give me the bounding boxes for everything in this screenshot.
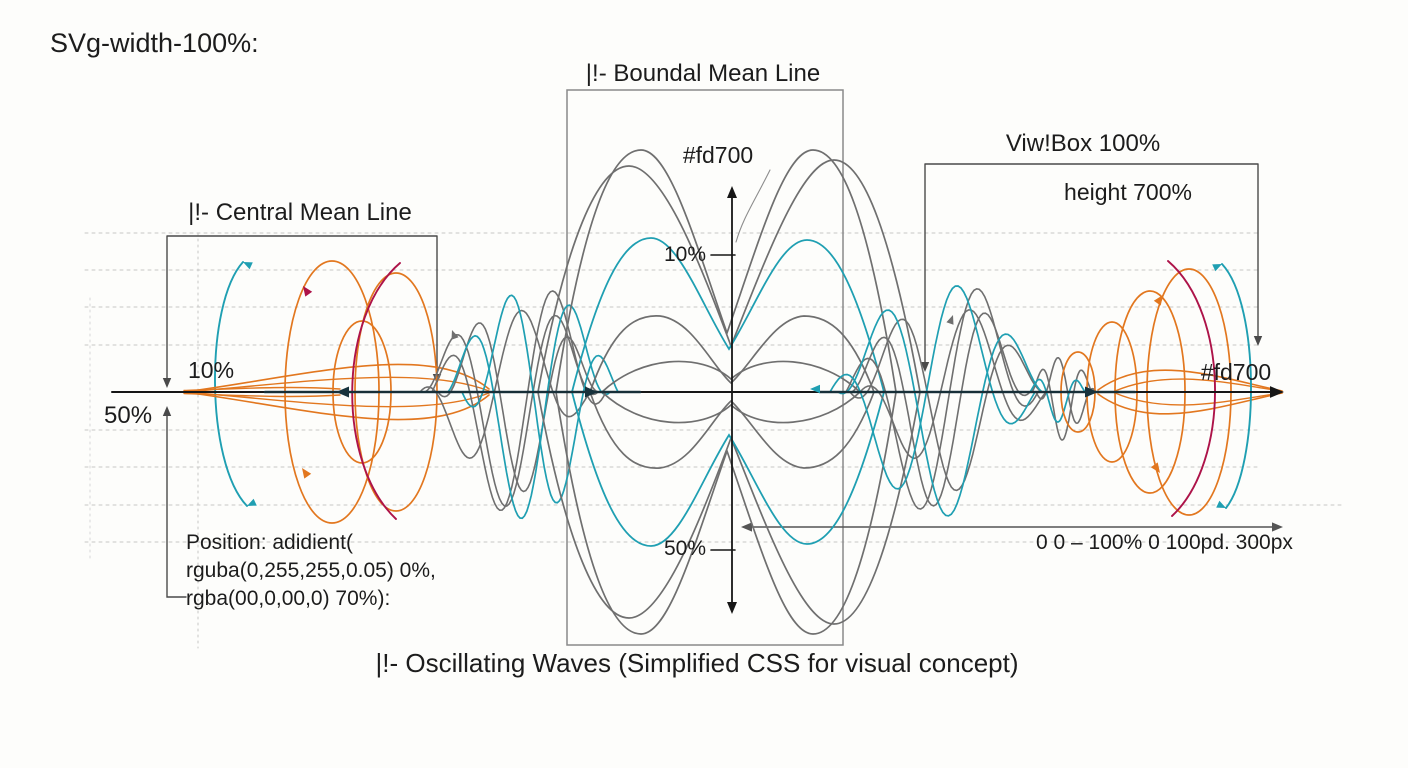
grid-lines — [84, 232, 1346, 649]
right-color-label: #fd700 — [1200, 359, 1272, 385]
left-axis-tick-50-label: 50% — [104, 402, 153, 429]
gradient-note-line1: Position: adidient( — [186, 531, 353, 554]
page-title: SVg-width-100%: — [50, 28, 259, 58]
gradient-note: Position: adidient( rguba(0,255,255,0.05… — [186, 529, 436, 613]
boundal-box-title: |!- Boundal Mean Line — [585, 60, 821, 87]
central-box-title: |!- Central Mean Line — [188, 199, 412, 226]
viewbox-title: Viw!Box 100% — [1005, 130, 1161, 157]
center-color-label: #fd700 — [682, 142, 754, 168]
curve-arrows — [243, 262, 1226, 508]
left-axis-tick-10-label: 10% — [188, 357, 235, 383]
caption: |!- Oscillating Waves (Simplified CSS fo… — [375, 648, 1019, 678]
gradient-note-line2: rguba(0,255,255,0.05) 0%, — [186, 559, 436, 582]
boundal-box-outline — [566, 89, 844, 646]
measure-label: 0 0 – 100% 0 100pd. 300px — [1036, 531, 1293, 554]
center-axis-tick-50-label: 50% — [663, 537, 706, 560]
axes — [111, 186, 1284, 614]
center-axis-tick-10-label: 10% — [663, 243, 706, 266]
viewbox-height-label: height 700% — [1064, 179, 1192, 205]
gradient-note-line3: rgba(00,0,00,0) 70%): — [186, 587, 391, 610]
